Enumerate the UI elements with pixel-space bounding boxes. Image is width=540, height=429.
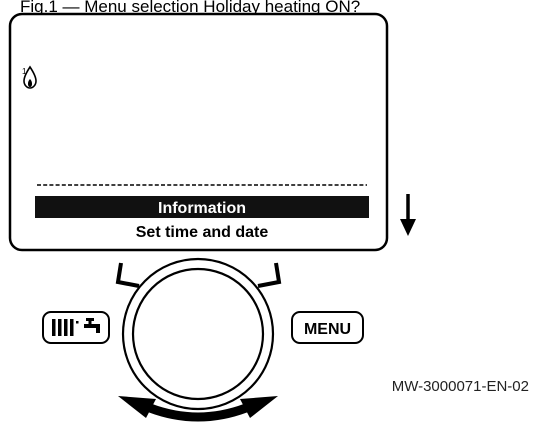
menu-button[interactable]: MENU bbox=[291, 311, 364, 344]
scroll-down-arrow-icon bbox=[400, 194, 416, 236]
radiator-tap-icon bbox=[52, 318, 100, 336]
rotation-mark-left bbox=[115, 262, 140, 288]
display-screen bbox=[8, 12, 389, 252]
flame-indicator: 1 bbox=[22, 67, 27, 76]
menu-item-highlight bbox=[35, 196, 369, 218]
flame-icon: 1 bbox=[22, 65, 37, 89]
menu-button-label: MENU bbox=[304, 321, 351, 338]
rotary-dial[interactable] bbox=[121, 257, 275, 411]
figure-caption: Fig.1 — Menu selection Holiday heating O… bbox=[20, 0, 360, 16]
rotation-mark-right bbox=[257, 262, 282, 288]
menu-item-set-time-date: Set time and date bbox=[136, 224, 269, 241]
menu-item-information: Information bbox=[158, 200, 246, 217]
heating-dhw-button[interactable] bbox=[42, 311, 110, 344]
rotation-arrows-icon bbox=[118, 396, 278, 422]
reference-code: MW-3000071-EN-02 bbox=[392, 378, 529, 395]
